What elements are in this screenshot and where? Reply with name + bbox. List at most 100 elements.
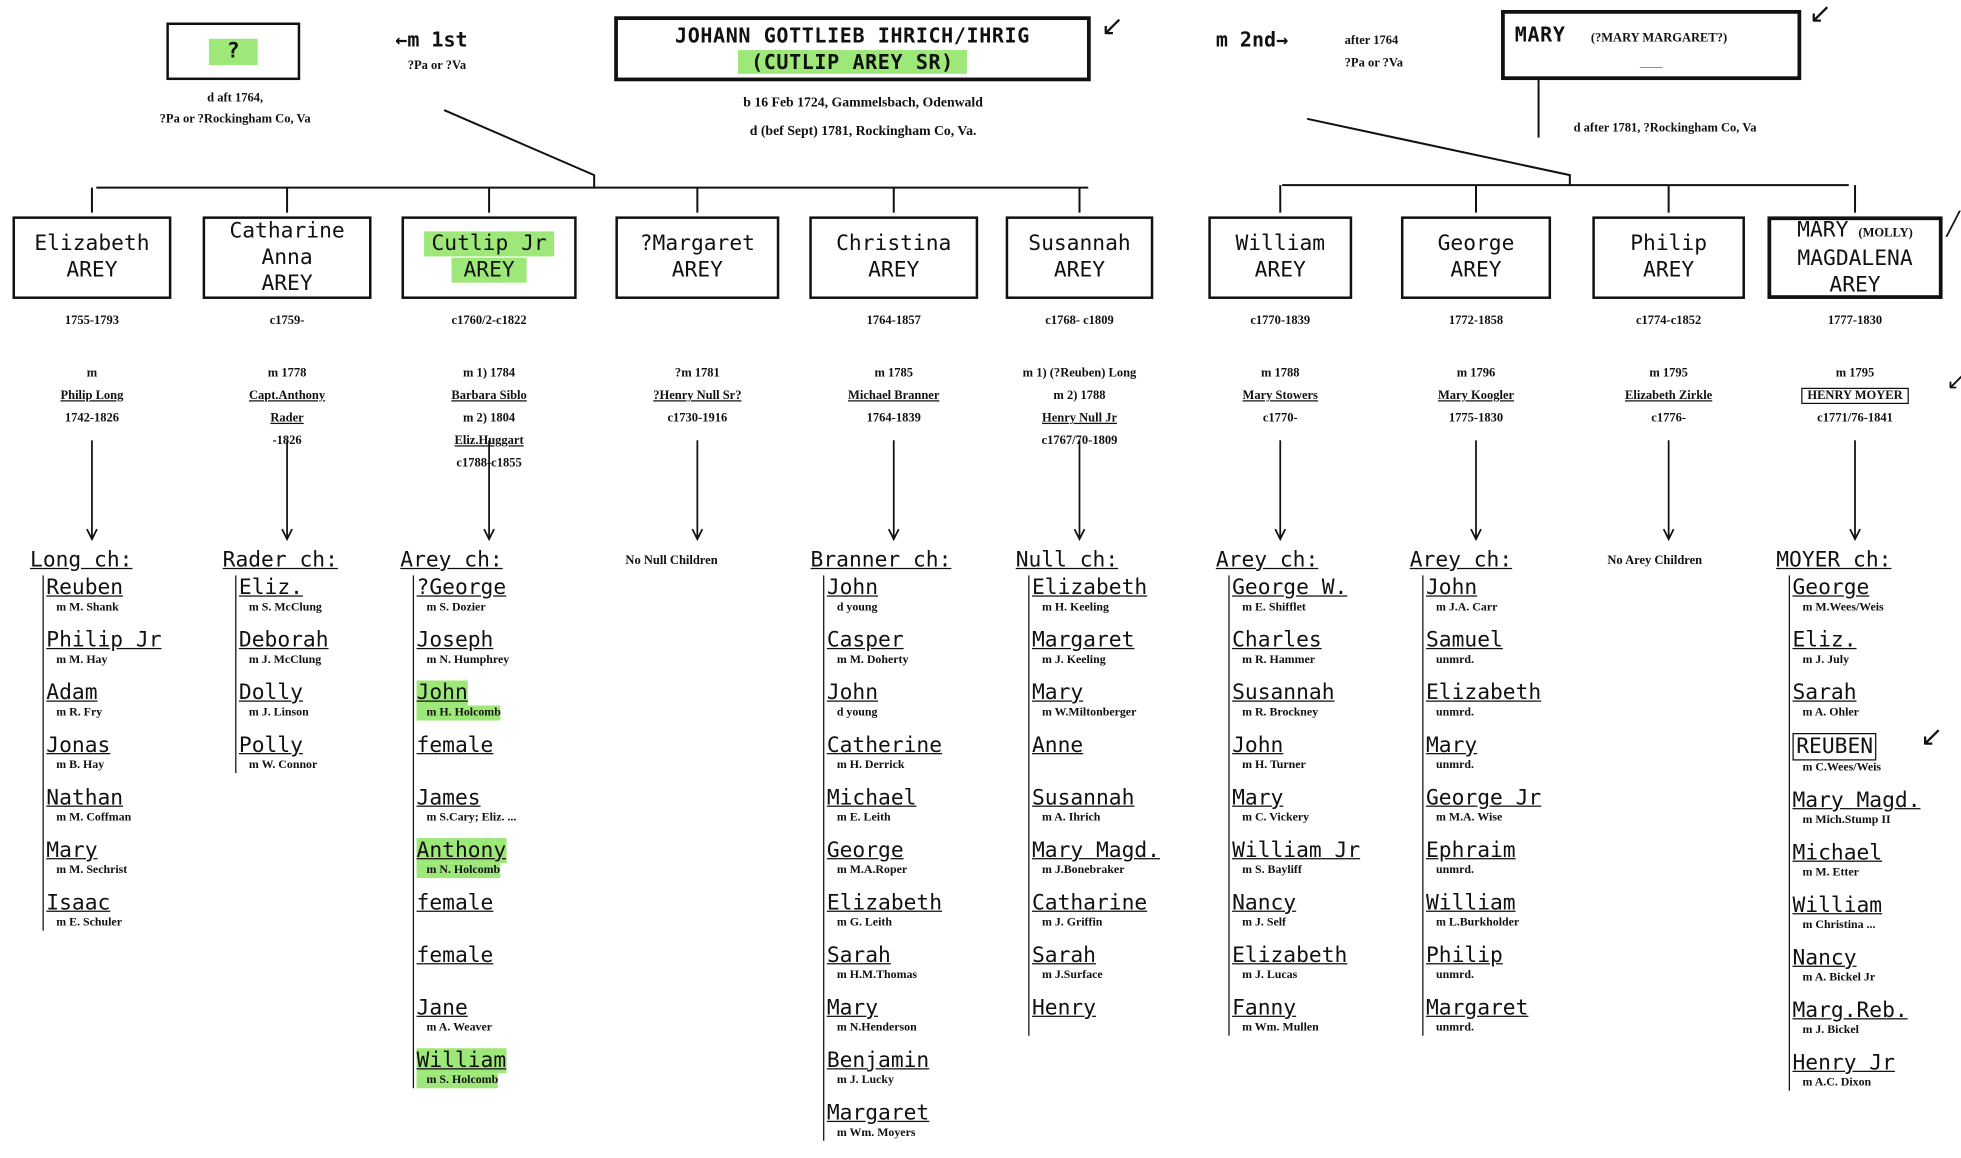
arrowhead-icon [1849,528,1861,542]
no-children-note: No Null Children [625,554,718,568]
grandchild-spouse: unmrd. [1435,1021,1474,1035]
grandchild-name: Henry [1031,995,1096,1021]
grandchild-spouse: m E. Shifflet [1242,601,1306,615]
child-surname-text: AREY [261,270,313,296]
child-surname-text: AREY [1643,257,1695,283]
reuben-pointer-icon: ↙ [1920,720,1944,752]
marriage-line: m 1788 [1190,365,1371,388]
grandchild-name: Polly [238,733,303,759]
grandchild-name: female [416,943,494,969]
first-wife-death-1: d aft 1764, [207,91,264,106]
second-wife-dashes: ___ [1639,55,1663,69]
child-first-name-text: Susannah [1028,231,1131,257]
grandchild-name: female [416,890,494,916]
marriage-line-text: m 1778 [267,366,307,381]
child-surname: AREY [868,258,919,284]
child-surname-text: AREY [1254,257,1306,283]
grandchild-spouse: unmrd. [1435,864,1474,877]
marriage-line-text: Philip Long [60,389,124,403]
second-marriage-date: after 1764 [1344,33,1399,48]
marriage-line-text: Barbara Siblo [451,389,527,403]
child-first-name: MARY(MOLLY) [1797,217,1913,246]
marriage-line: m 2) 1804 [383,410,596,433]
child-first-name-text: Elizabeth [34,231,150,257]
child-dates: 1755-1793 [64,313,120,328]
child-surname: AREY [1054,258,1105,284]
marriage-line-text: Mary Stowers [1242,389,1318,403]
arrowhead-icon [691,528,704,542]
child-first-name-text: George [1437,231,1515,257]
grandchild-spouse: d young [836,601,878,615]
grandchild-spouse: m N. Humphrey [426,654,510,667]
grandchild-spouse: d young [836,706,878,720]
child-first-name-text: Christina [836,231,952,257]
marriage-line-text: m [86,366,98,381]
grandchild-name: Catharine [1031,890,1148,916]
children-list-heading: Arey ch: [400,547,503,573]
grandchild-name: George [1792,575,1870,601]
no-children-note: No Arey Children [1607,554,1703,568]
grandchild-name: Margaret [1031,627,1135,653]
marriage-line: Michael Branner [791,388,997,411]
marriage-line: ?m 1781 [597,365,798,388]
marriage-line-text: m 1795 [1835,366,1875,381]
grandchild-spouse: unmrd. [1435,654,1474,667]
grandchild-spouse: m R. Hammer [1242,654,1316,667]
grandchild-spouse: m M. Doherty [836,654,909,667]
grandchild-name: Jane [416,995,468,1021]
grandchild-spouse: m J.A. Carr [1435,601,1498,615]
child-dates: 1764-1857 [866,313,921,328]
arrowhead-icon [483,528,495,542]
grandchild-name: Mary [826,995,879,1021]
grandchild-spouse: m J. Linson [248,706,309,720]
child-first-name: Elizabeth [34,231,149,257]
grandchild-spouse: m E. Schuler [56,916,122,930]
marriage-line: c1788-c1855 [383,455,596,478]
grandchild-spouse: m J. Keeling [1041,654,1106,667]
grandchild-name: Deborah [238,627,329,653]
first-marriage-place: ?Pa or ?Va [407,58,467,73]
children-list-8: No Arey Children [1607,548,1702,569]
grandchild-name: John [416,680,468,706]
marriage-line: m 2) 1788 [987,388,1172,411]
child-first-name-text: MARY [1797,217,1849,243]
child-surname: AREY [1255,258,1306,284]
marriage-line-text: m 2) 1804 [463,411,516,426]
grandchild-spouse: m S. Dozier [426,601,486,615]
grandchild-spouse: m H.M.Thomas [836,969,918,982]
second-wife-alt-name: (?MARY MARGARET?) [1590,31,1728,46]
father-box: JOHANN GOTTLIEB IHRICH/IHRIG (CUTLIP ARE… [614,16,1091,82]
marriage-line: Barbara Siblo [383,388,596,411]
grandchild-name: Nancy [1232,890,1297,916]
grandchild-spouse: m A.C. Dixon [1802,1076,1872,1090]
arrowhead-icon [86,528,98,542]
grandchild-spouse: m M.A.Roper [836,864,908,877]
child-dates: c1774-c1852 [1635,313,1702,328]
grandchild-name: Ephraim [1425,838,1516,864]
marriage-line-text: m 1795 [1649,366,1688,381]
child-first-name: Christina [836,231,951,257]
grandchild-name: George W. [1232,575,1348,601]
grandchild-spouse: m Christina ... [1802,919,1876,932]
grandchild-name: John [1232,733,1284,759]
marriage-line-text: m 1796 [1456,366,1496,381]
grandchild-name: Anthony [416,838,507,864]
marriage-line-text: ?Henry Null Sr? [653,389,742,403]
grandchild-name: Elizabeth [1031,575,1148,601]
side-marker-icon-2: ↙ [1946,368,1961,396]
children-list-3: No Null Children [625,548,717,569]
grandchild-spouse: m M. Sechrist [56,864,128,877]
grandchild-name: Mary [1425,733,1478,759]
grandchild-spouse: m S.Cary; Eliz. ... [426,811,517,825]
grandchild-name: REUBEN [1792,733,1877,761]
child-middle-name: MAGDALENA [1797,245,1913,271]
